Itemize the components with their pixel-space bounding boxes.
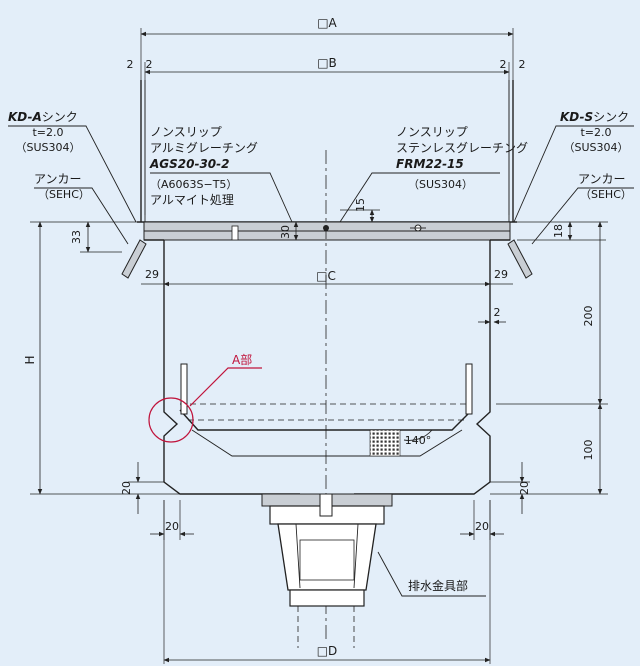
dim-100-label: 100 <box>582 440 595 461</box>
gap-right-inner: 2 <box>500 58 507 71</box>
drain-fitting-label: 排水金具部 <box>377 551 486 597</box>
kd-s-suffix: シンク <box>593 110 629 124</box>
angle-140-label: 140° <box>405 434 432 447</box>
dim-18-label: 18 <box>552 224 565 238</box>
grating-al-finish: アルマイト処理 <box>150 193 234 207</box>
grating-al-line2: アルミグレーチング <box>150 141 258 155</box>
dimension-30: 30 <box>279 221 299 241</box>
dim-20-right-h: 20 <box>475 520 489 533</box>
dim-h-label: H <box>23 355 37 364</box>
anchor-left-label: アンカー （SEHC） <box>34 172 129 245</box>
detail-a-label: A部 <box>232 352 252 367</box>
dim-30-label: 30 <box>279 225 292 239</box>
dimension-15: 15 <box>340 198 380 223</box>
dim-15-label: 15 <box>354 198 367 212</box>
grating-stainless-label: ノンスリップ ステンレスグレーチング FRM22-15 （SUS304） <box>339 125 528 223</box>
kd-a-suffix: シンク <box>42 110 78 124</box>
drain-fitting <box>261 493 393 648</box>
grating-ss-model: FRM22-15 <box>396 157 464 171</box>
anchor-right-material: （SEHC） <box>580 188 632 201</box>
gap-left-inner: 2 <box>146 58 153 71</box>
dimension-20-right-vertical: 20 <box>490 462 531 514</box>
kd-a-sink-label: KD-Aシンク t=2.0 （SUS304） <box>8 110 137 223</box>
dimension-200: 200 <box>496 221 608 405</box>
dim-200-label: 200 <box>582 306 595 327</box>
kd-a-thickness: t=2.0 <box>32 126 63 139</box>
grating-aluminum-label: ノンスリップ アルミグレーチング AGS20-30-2 （A6063S−T5） … <box>149 125 293 223</box>
dimension-100: 100 <box>490 403 608 495</box>
kd-a-model: KD-A <box>8 110 42 124</box>
offset-29-left: 29 <box>145 268 159 281</box>
dim-c-label: □C <box>316 269 336 283</box>
svg-text:KD-Sシンク: KD-Sシンク <box>560 110 629 124</box>
dim-d-label: □D <box>317 644 338 658</box>
svg-text:KD-Aシンク: KD-Aシンク <box>8 110 78 124</box>
kd-s-material: （SUS304） <box>563 141 628 154</box>
dimension-20-left-vertical: 20 <box>120 462 164 514</box>
gap-2-wall: 2 <box>494 306 501 319</box>
gap-left-outer: 2 <box>127 58 134 71</box>
dim-b-label: □B <box>317 56 337 70</box>
anchor-left-material: （SEHC） <box>38 188 90 201</box>
kd-s-model: KD-S <box>560 110 593 124</box>
grating-al-line1: ノンスリップ <box>150 125 222 139</box>
anchor-left-text: アンカー <box>34 172 82 186</box>
dimension-20-left-horizontal: 20 <box>150 500 194 540</box>
anchor-right-text: アンカー <box>578 172 626 186</box>
anchor-right-label: アンカー （SEHC） <box>531 172 634 245</box>
dimension-c: □C 29 29 2 <box>141 268 513 325</box>
dim-33-label: 33 <box>70 230 83 244</box>
grating-ss-line2: ステンレスグレーチング <box>396 141 528 155</box>
dim-20-right-v: 20 <box>518 481 531 495</box>
dimension-18: 18 <box>517 221 606 241</box>
kd-a-material: （SUS304） <box>15 141 80 154</box>
dim-20-left-v: 20 <box>120 481 133 495</box>
gap-right-outer: 2 <box>519 58 526 71</box>
dimension-33: 33 <box>70 221 122 253</box>
dimension-h: H <box>23 221 180 495</box>
grating-ss-line1: ノンスリップ <box>396 125 468 139</box>
kd-s-thickness: t=2.0 <box>580 126 611 139</box>
dim-a-label: □A <box>317 16 337 30</box>
dim-20-left-h: 20 <box>165 520 179 533</box>
grating-al-model: AGS20-30-2 <box>149 157 230 171</box>
grating-ss-material: （SUS304） <box>408 178 473 191</box>
dimension-20-right-horizontal: 20 <box>460 500 504 540</box>
grating-al-material: （A6063S−T5） <box>150 178 237 191</box>
offset-29-right: 29 <box>494 268 508 281</box>
drain-fitting-text: 排水金具部 <box>408 578 468 593</box>
kd-s-sink-label: KD-Sシンク t=2.0 （SUS304） <box>513 110 634 223</box>
dimension-d: □D <box>163 500 491 664</box>
detail-a-marker: A部 <box>148 352 262 443</box>
